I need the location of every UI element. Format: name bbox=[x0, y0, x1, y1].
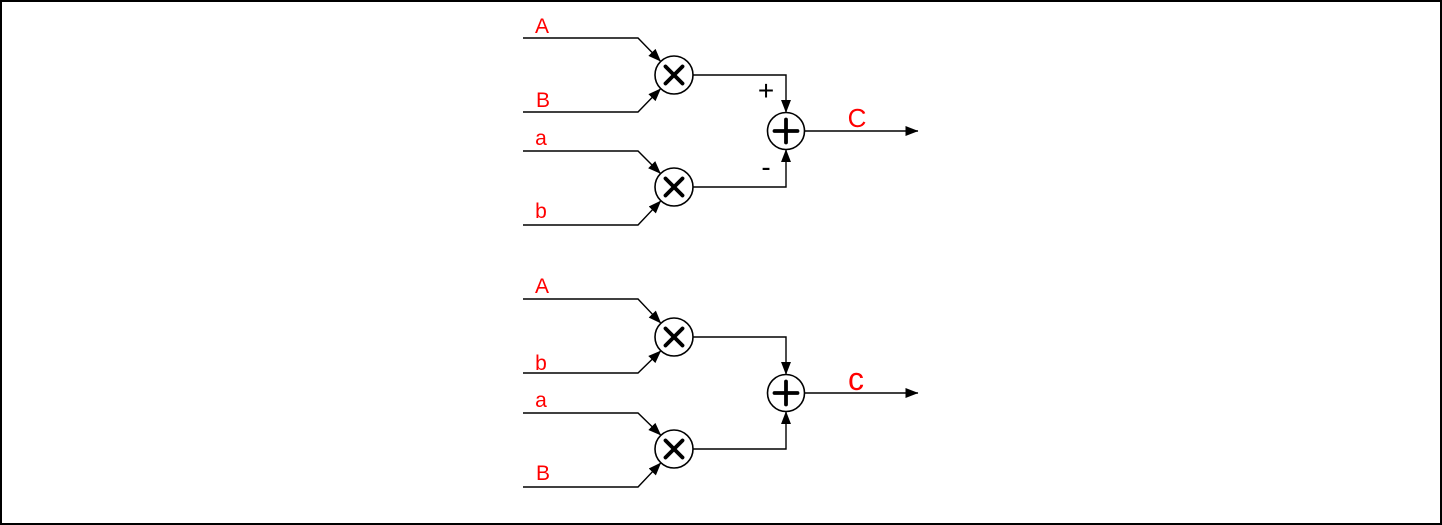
output-label: C bbox=[848, 103, 867, 133]
wire-mult1-to-adder bbox=[693, 336, 791, 375]
input-label-4: B bbox=[536, 462, 550, 485]
input-label-3: a bbox=[535, 389, 547, 412]
wire-input-4 bbox=[523, 200, 662, 226]
bottom-diagram: A b a B c bbox=[523, 275, 919, 488]
wire-input-2 bbox=[523, 88, 662, 113]
multiply-icon bbox=[663, 64, 685, 86]
multiply-icon bbox=[663, 176, 685, 198]
multiply-icon bbox=[663, 326, 685, 348]
wire-mult2-to-adder bbox=[693, 411, 791, 450]
input-label-2: b bbox=[535, 352, 547, 375]
adder-minus-sign: - bbox=[761, 152, 770, 183]
multiply-icon bbox=[663, 438, 685, 460]
output-label: c bbox=[848, 361, 864, 397]
wire-input-1 bbox=[523, 298, 662, 324]
wire-input-2 bbox=[523, 350, 662, 374]
wire-input-3 bbox=[523, 412, 662, 436]
top-diagram: A B a b + - C bbox=[523, 15, 919, 226]
wire-input-3 bbox=[523, 150, 662, 175]
plus-icon bbox=[772, 379, 800, 407]
wire-mult2-to-adder bbox=[693, 149, 791, 188]
wire-input-1 bbox=[523, 37, 662, 62]
wire-mult1-to-adder bbox=[693, 74, 791, 113]
wire-input-4 bbox=[523, 462, 662, 488]
plus-icon bbox=[772, 117, 800, 145]
input-label-2: B bbox=[536, 89, 550, 112]
input-label-1: A bbox=[535, 15, 549, 38]
input-label-3: a bbox=[535, 127, 547, 150]
adder-plus-sign: + bbox=[758, 75, 774, 106]
input-label-1: A bbox=[535, 275, 549, 298]
input-label-4: b bbox=[535, 200, 547, 223]
